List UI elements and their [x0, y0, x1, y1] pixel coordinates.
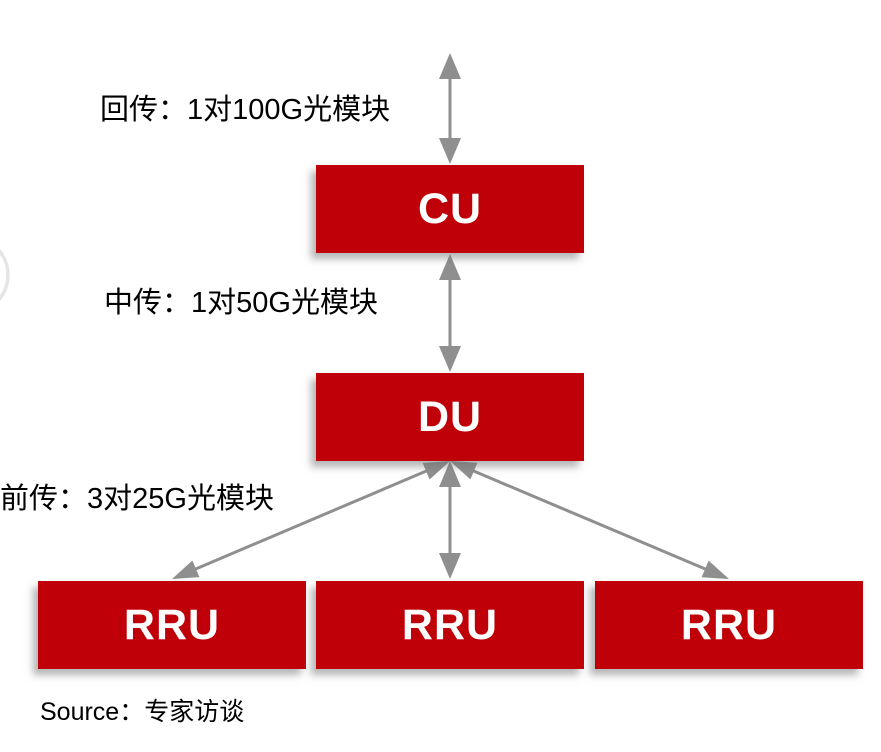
fronthaul-label: 前传：3对25G光模块: [0, 483, 274, 515]
rru-node-3-label: RRU: [680, 600, 778, 649]
fronthaul-middle-head-rru: [439, 553, 461, 579]
fronthaul-right-head-rru: [701, 560, 729, 579]
rru-node-2-label: RRU: [401, 600, 499, 649]
fronthaul-left-head-rru: [172, 560, 200, 579]
fronthaul-right-head-du: [450, 461, 478, 480]
fronthaul-arrow-middle: [439, 461, 461, 579]
rru-node-2: RRU: [316, 581, 584, 669]
du-node: DU: [316, 373, 584, 461]
source-note: Source：专家访谈: [40, 698, 245, 726]
backhaul-arrow-head-down: [439, 138, 461, 164]
edge-arc-decoration: [0, 248, 10, 302]
midhaul-arrow: [439, 254, 461, 372]
fronthaul-right-shaft: [467, 467, 712, 573]
midhaul-label: 中传：1对50G光模块: [104, 287, 378, 319]
fronthaul-middle-head-du: [439, 461, 461, 487]
rru-node-1-label: RRU: [123, 600, 221, 649]
cu-node: CU: [316, 165, 584, 253]
rru-node-3: RRU: [595, 581, 863, 669]
du-node-label: DU: [417, 392, 483, 441]
fronthaul-arrow-left: [172, 461, 450, 579]
fronthaul-left-shaft: [189, 467, 433, 573]
backhaul-arrow-head-up: [439, 53, 461, 79]
midhaul-arrow-head-up: [439, 254, 461, 280]
fronthaul-arrow-right: [450, 461, 729, 579]
cu-node-label: CU: [417, 184, 483, 233]
rru-node-1: RRU: [38, 581, 306, 669]
backhaul-arrow: [439, 53, 461, 164]
midhaul-arrow-head-down: [439, 346, 461, 372]
backhaul-label: 回传：1对100G光模块: [100, 94, 391, 126]
fronthaul-left-head-du: [422, 461, 450, 480]
